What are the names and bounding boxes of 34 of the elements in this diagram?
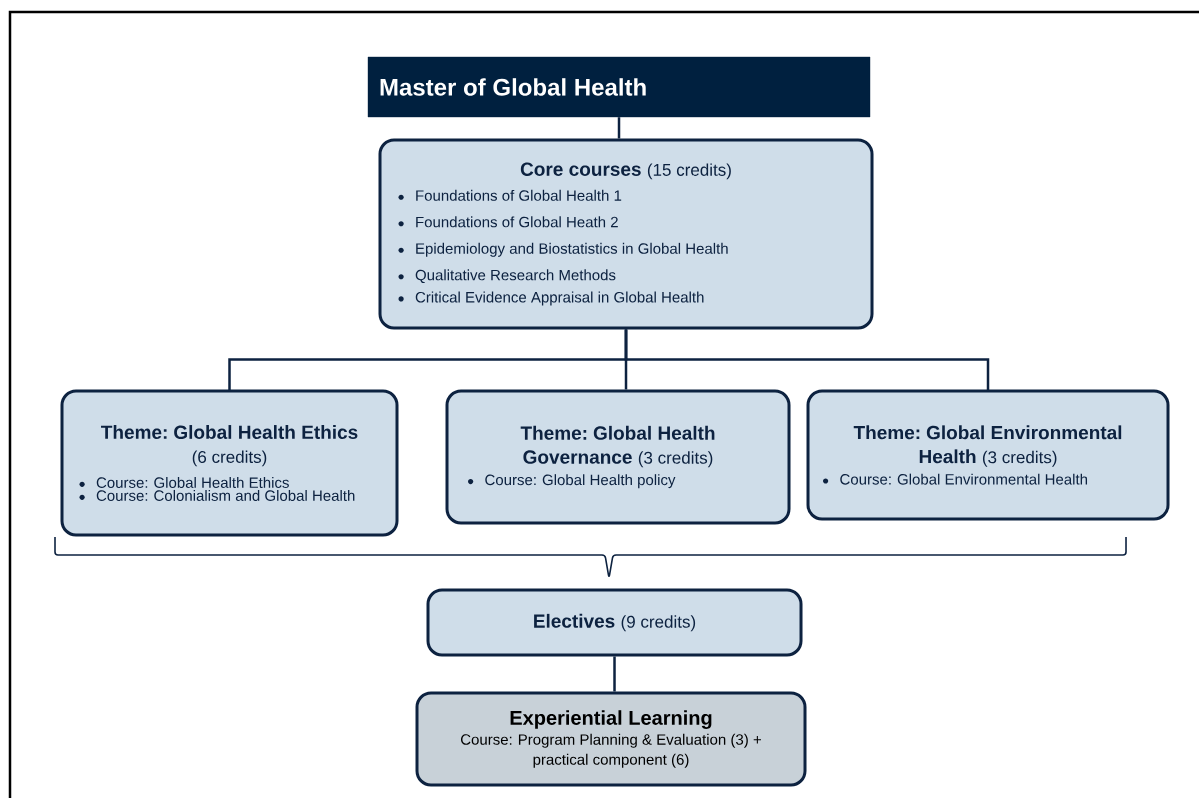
theme-box — [60, 389, 399, 537]
node-label: Epidemiology and Biostatistics in Global Health — [416, 242, 728, 257]
theme-box — [445, 389, 791, 525]
node-label: Theme: Global Health Ethics — [101, 425, 358, 439]
node-label: Health — [919, 449, 976, 464]
connector-line — [617, 117, 621, 139]
node-label: Critical Evidence Appraisal in Global Health — [415, 291, 704, 306]
course-box — [378, 138, 874, 330]
electives-box — [426, 588, 803, 657]
theme-box — [806, 389, 1170, 521]
connector-line — [624, 329, 990, 391]
title-banner — [367, 56, 871, 118]
node-label: (3 credits) — [638, 451, 713, 468]
node-label: Course: Global Health Ethics — [96, 476, 289, 488]
node-label: (9 credits) — [621, 615, 696, 632]
node-label: Electives — [534, 613, 615, 628]
node-label: Course: Program Planning & Evaluation (3) + practical component (6) — [460, 733, 761, 768]
node-label: Theme: Global Environmental — [853, 425, 1122, 440]
node-label: (3 credits) — [982, 450, 1057, 467]
connector-line — [613, 656, 616, 692]
node-label: Core courses — [520, 162, 641, 176]
node-label: (6 credits) — [192, 450, 267, 467]
node-label: Foundations of Global Heath 2 — [416, 216, 618, 228]
node-label: Foundations of Global Health 1 — [416, 189, 622, 201]
node-label: Theme: Global Health — [520, 425, 715, 440]
node-label: Master of Global Health — [380, 78, 646, 96]
node-label: Qualitative Research Methods — [415, 269, 616, 284]
node-label: Experiential Learning — [510, 710, 712, 729]
node-label: (15 credits) — [647, 163, 731, 180]
node-label: Course: Global Environmental Health — [840, 473, 1088, 485]
node-label: Course: Colonialism and Global Health — [96, 489, 355, 501]
node-label: Course: Global Health policy — [485, 474, 676, 489]
experiential-box — [415, 691, 807, 787]
node-label: Governance — [523, 450, 632, 464]
